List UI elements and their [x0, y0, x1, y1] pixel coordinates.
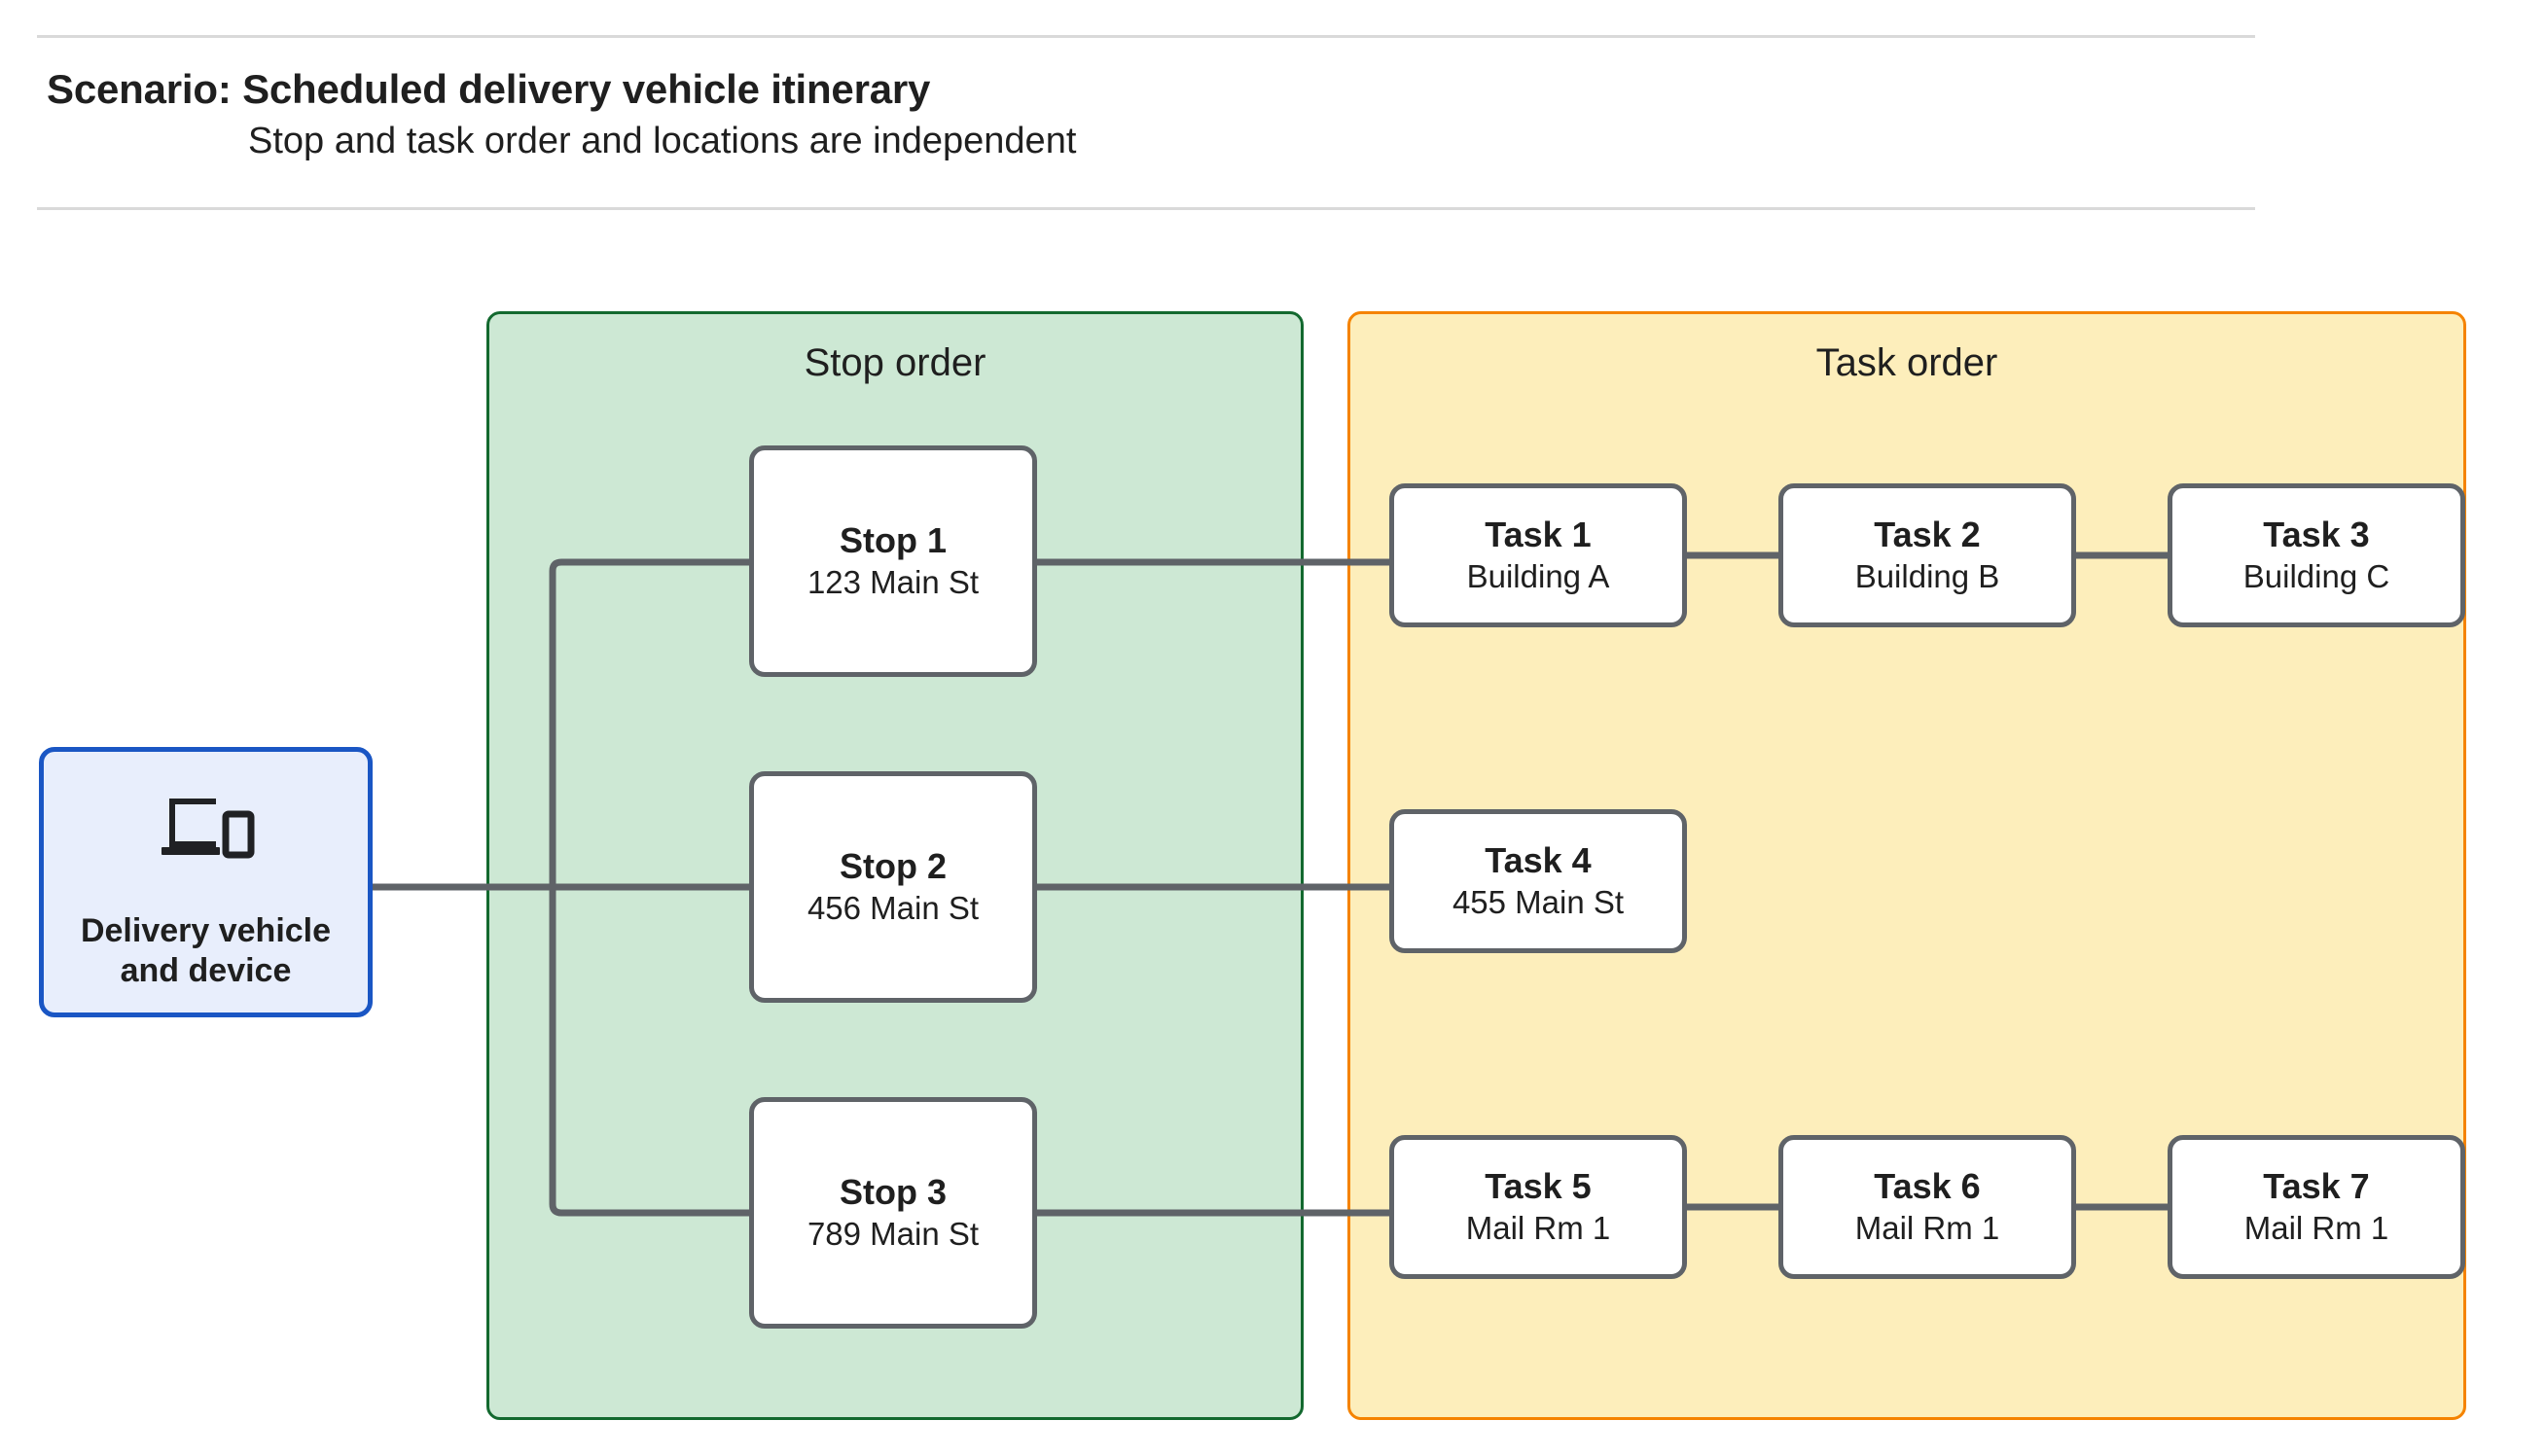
- task-node-location: Building B: [1854, 557, 2000, 594]
- task-node-title: Task 3: [2263, 515, 2370, 555]
- task-node-5[interactable]: Task 5 Mail Rm 1: [1389, 1135, 1687, 1279]
- task-node-location: Mail Rm 1: [1465, 1209, 1611, 1246]
- task-node-3[interactable]: Task 3 Building C: [2168, 483, 2465, 627]
- task-node-6[interactable]: Task 6 Mail Rm 1: [1778, 1135, 2076, 1279]
- page-subtitle: Stop and task order and locations are in…: [248, 121, 1077, 161]
- task-node-title: Task 2: [1874, 515, 1981, 555]
- stop-node-3[interactable]: Stop 3 789 Main St: [749, 1097, 1037, 1329]
- task-node-4[interactable]: Task 4 455 Main St: [1389, 809, 1687, 953]
- delivery-vehicle-node[interactable]: Delivery vehicle and device: [39, 747, 373, 1017]
- task-node-7[interactable]: Task 7 Mail Rm 1: [2168, 1135, 2465, 1279]
- task-node-title: Task 7: [2263, 1166, 2370, 1207]
- devices-icon: [158, 793, 255, 865]
- stop-node-2[interactable]: Stop 2 456 Main St: [749, 771, 1037, 1003]
- stop-node-title: Stop 1: [839, 520, 947, 561]
- header-divider-top: [37, 35, 2255, 38]
- task-node-1[interactable]: Task 1 Building A: [1389, 483, 1687, 627]
- task-node-location: Mail Rm 1: [2243, 1209, 2389, 1246]
- stop-node-title: Stop 3: [839, 1172, 947, 1213]
- delivery-vehicle-label: Delivery vehicle and device: [80, 912, 332, 989]
- task-node-title: Task 1: [1485, 515, 1592, 555]
- stop-node-address: 789 Main St: [807, 1215, 980, 1252]
- task-node-location: Mail Rm 1: [1854, 1209, 2000, 1246]
- task-node-2[interactable]: Task 2 Building B: [1778, 483, 2076, 627]
- stop-order-panel-title: Stop order: [804, 341, 986, 384]
- task-node-title: Task 6: [1874, 1166, 1981, 1207]
- stop-node-1[interactable]: Stop 1 123 Main St: [749, 445, 1037, 677]
- task-node-location: Building A: [1466, 557, 1610, 594]
- stop-node-title: Stop 2: [839, 846, 947, 887]
- task-node-location: 455 Main St: [1452, 883, 1625, 920]
- stop-node-address: 123 Main St: [807, 563, 980, 600]
- stop-node-address: 456 Main St: [807, 889, 980, 926]
- header-divider-bottom: [37, 207, 2255, 210]
- task-node-location: Building C: [2242, 557, 2390, 594]
- task-node-title: Task 5: [1485, 1166, 1592, 1207]
- task-order-panel-title: Task order: [1815, 341, 1998, 384]
- page-title: Scenario: Scheduled delivery vehicle iti…: [47, 66, 931, 112]
- task-node-title: Task 4: [1485, 840, 1592, 881]
